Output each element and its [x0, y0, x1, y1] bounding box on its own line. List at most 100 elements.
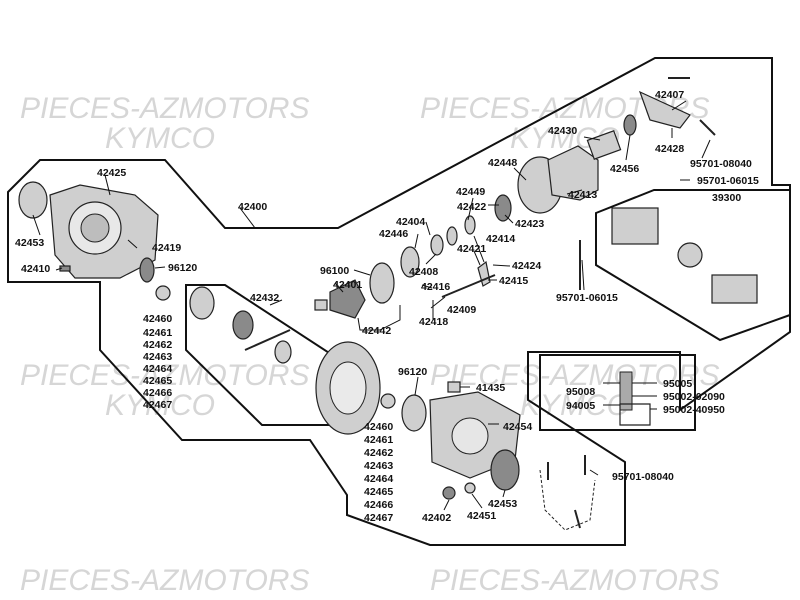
leader-lines: [32, 100, 711, 511]
label-42425: 42425: [97, 167, 126, 179]
controller-relay-block: [611, 207, 659, 245]
label-39300: 39300: [712, 192, 741, 204]
bolt-set-95701-08040-bottom: [539, 455, 596, 531]
list-bottom-item: 42460: [364, 421, 393, 433]
rear-housing-42425: [49, 184, 159, 279]
oil-seal-42453-left: [18, 181, 48, 219]
label-42413: 42413: [568, 189, 597, 201]
label-95002-02090: 95002-02090: [663, 391, 725, 403]
watermark-brand-mid-right: PIECES-AZMOTORS: [430, 359, 719, 392]
o-ring-left: [155, 285, 171, 301]
label-42423: 42423: [515, 218, 544, 230]
label-95701-08040-top: 95701-08040: [690, 158, 752, 170]
label-95008: 95008: [566, 386, 595, 398]
label-95701-06015-mid: 95701-06015: [556, 292, 618, 304]
watermark-brand-mid-left: PIECES-AZMOTORS: [20, 359, 309, 392]
side-gear: [232, 310, 254, 340]
list-bottom: 42460 42461 42462 42463 42464 42465 4246…: [364, 421, 393, 524]
breather-41435: [447, 381, 461, 393]
label-42421: 42421: [457, 243, 486, 255]
label-42449: 42449: [456, 186, 485, 198]
list-left-item: 42465: [143, 375, 172, 387]
shaft-42409: [441, 274, 496, 298]
list-left-item: 42463: [143, 351, 172, 363]
ring-42449: [464, 215, 476, 235]
label-42418: 42418: [419, 316, 448, 328]
label-42422: 42422: [457, 201, 486, 213]
pinion-gear-42401: [329, 279, 366, 319]
shift-fork-42414: [477, 260, 491, 287]
bolt-95701-08040-top: [699, 119, 716, 136]
list-left-item: 42467: [143, 399, 172, 411]
list-bottom-item: 42467: [364, 512, 393, 524]
seal-42423: [494, 194, 512, 222]
watermark-brand-bottom-left: PIECES-AZMOTORS: [20, 564, 309, 597]
label-42454: 42454: [503, 421, 532, 433]
bearing-42446: [400, 246, 420, 278]
label-95005: 95005: [663, 378, 692, 390]
list-bottom-item: 42464: [364, 473, 393, 485]
bracket-42428: [638, 90, 691, 129]
actuator-shaft-42430: [586, 130, 622, 160]
label-42410: 42410: [21, 263, 50, 275]
list-left-item: 42461: [143, 327, 172, 339]
list-left-item: 42462: [143, 339, 172, 351]
watermark-brand-bottom-right: PIECES-AZMOTORS: [430, 564, 719, 597]
label-41435: 41435: [476, 382, 505, 394]
spacer-96100-small: [314, 299, 328, 311]
pinion-shaft: [244, 329, 291, 351]
label-96120-bottom: 96120: [398, 366, 427, 378]
label-42402: 42402: [422, 512, 451, 524]
label-42419: 42419: [152, 242, 181, 254]
diff-washer: [274, 340, 292, 364]
label-42453-left: 42453: [15, 237, 44, 249]
list-bottom-item: 42466: [364, 499, 393, 511]
watermark-brand-top-left: PIECES-AZMOTORS: [20, 92, 309, 125]
controller-box-39300: [595, 189, 791, 342]
label-42400: 42400: [238, 201, 267, 213]
label-42409: 42409: [447, 304, 476, 316]
list-left-item: 42464: [143, 363, 172, 375]
assembly-boundary-42400: [7, 57, 791, 546]
watermark-group: PIECES-AZMOTORS KYMCO PIECES-AZMOTORS KY…: [20, 92, 719, 597]
label-42448: 42448: [488, 157, 517, 169]
list-bottom-item: 42465: [364, 486, 393, 498]
ring-gear-hub: [329, 361, 367, 415]
diff-bearing-left: [189, 286, 215, 320]
ring-42422: [446, 226, 458, 246]
label-42430: 42430: [548, 125, 577, 137]
list-left-item: 42460: [143, 313, 172, 325]
plunger-94005: [619, 403, 651, 426]
label-94005: 94005: [566, 400, 595, 412]
label-42428: 42428: [655, 143, 684, 155]
drain-plug-42402: [442, 486, 456, 500]
label-42416: 42416: [421, 281, 450, 293]
actuator-housing-42413: [547, 145, 599, 201]
spring-kit-box: [539, 354, 696, 431]
label-42442: 42442: [362, 325, 391, 337]
o-ring-bottom: [380, 393, 396, 409]
list-left-item: 42466: [143, 387, 172, 399]
seal-42456: [623, 114, 637, 136]
bearing-96100: [369, 262, 395, 304]
label-95701-06015-top: 95701-06015: [697, 175, 759, 187]
watermark-maker-top-left: KYMCO: [105, 122, 215, 155]
label-42453-bottom: 42453: [488, 498, 517, 510]
part-labels: 42407 42428 95701-08040 95701-06015 3930…: [15, 89, 759, 524]
label-42414: 42414: [486, 233, 515, 245]
label-42432: 42432: [250, 292, 279, 304]
label-95701-08040-bottom: 95701-08040: [612, 471, 674, 483]
label-42415: 42415: [499, 275, 528, 287]
label-96120-left: 96120: [168, 262, 197, 274]
oil-seal-42453-bottom: [490, 449, 520, 491]
label-42446: 42446: [379, 228, 408, 240]
controller-motor: [677, 242, 703, 268]
bearing-96120-left: [139, 257, 155, 283]
washer-42408: [430, 234, 444, 256]
label-42401: 42401: [333, 279, 362, 291]
list-left: 42460 42461 42462 42463 42464 42465 4246…: [143, 313, 172, 411]
label-96100: 96100: [320, 265, 349, 277]
label-42404: 42404: [396, 216, 425, 228]
